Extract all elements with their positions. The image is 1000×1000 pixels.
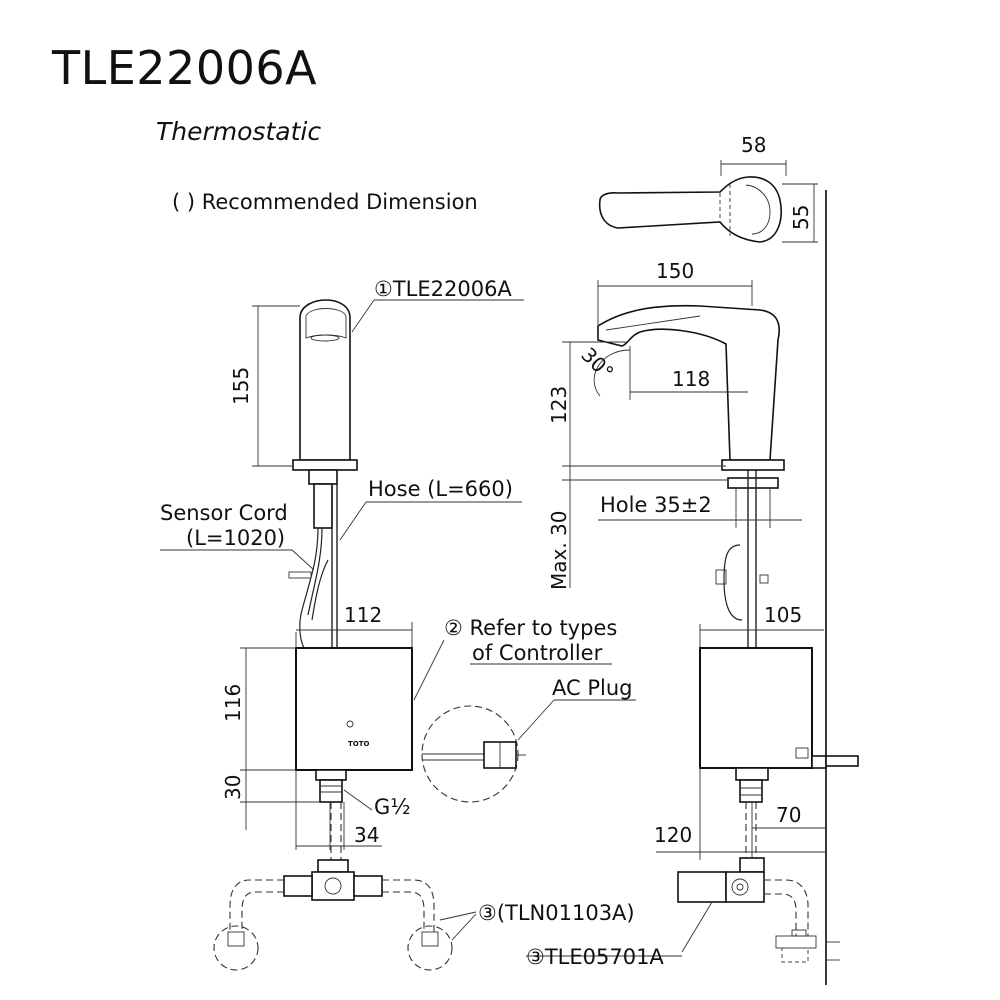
faucet-side-view [597,304,785,650]
dim-wall-70: 70 [751,802,826,862]
controller-label-1: ② Refer to types [444,616,617,640]
dim-hole: Hole 35±2 [598,488,802,528]
dim-112-label: 112 [344,603,382,627]
dim-150-label: 150 [656,259,694,283]
dim-deck-max-30: Max. 30 [547,466,728,590]
sensor-cord-label: Sensor Cord [160,501,288,525]
dim-spout-118: 118 [630,367,748,393]
controller-front: 112 TOTO [295,603,413,803]
controller-logo: TOTO [348,740,370,748]
dim-120-label: 120 [654,823,692,847]
dim-wall-120: 120 [654,768,826,860]
dim-top-height-55: 55 [782,183,818,243]
dim-30-label: 30 [221,775,245,800]
callout-faucet: ①TLE22006A [351,277,524,333]
thread-label: G½ [374,795,411,819]
valve-part-label: ③TLE05701A [526,945,664,969]
controller-side: 105 [699,603,859,803]
callout-thread: G½ [343,789,411,819]
valve-side: ③TLE05701A [526,802,840,969]
dim-spout-height-123: 123 [547,341,726,467]
valve-recommended-label: ③(TLN01103A) [478,901,635,925]
dim-34-label: 34 [354,823,379,847]
hole-label: Hole 35±2 [600,493,712,517]
dim-70-label: 70 [776,803,801,827]
faucet-front-view [288,299,358,650]
recommended-dimension-note: ( ) Recommended Dimension [172,190,478,214]
faucet-part-label: ①TLE22006A [374,277,512,301]
dim-max-30-label: Max. 30 [547,510,571,590]
dim-controller-116: 116 30 [221,647,320,830]
sensor-cord-length-label: (L=1020) [186,526,285,550]
valve-front: ③(TLN01103A) [213,802,635,971]
callout-sensor-cord: Sensor Cord (L=1020) [160,501,315,571]
ac-plug-label: AC Plug [552,676,632,700]
hose-label: Hose (L=660) [368,477,513,501]
angle-label: 30° [576,343,618,385]
model-title: TLE22006A [51,41,317,95]
dim-116-label: 116 [221,684,245,722]
dim-top-width-58: 58 [720,133,787,176]
ac-plug-detail: AC Plug [421,676,636,803]
callout-hose: Hose (L=660) [339,477,522,541]
faucet-top-view [598,176,782,243]
dim-155-label: 155 [229,367,253,405]
dim-123-label: 123 [547,386,571,424]
dim-front-height-155: 155 [229,305,300,467]
subtitle: Thermostatic [156,117,321,146]
dim-118-label: 118 [672,367,710,391]
dim-angle-30: 30° [576,343,631,400]
callout-controller: ② Refer to types of Controller [413,616,617,701]
dim-55-label: 55 [789,205,813,230]
dim-outlet-34: 34 [295,770,382,850]
dim-105-label: 105 [764,603,802,627]
controller-label-2: of Controller [472,641,603,665]
dim-spout-reach-150: 150 [597,259,753,326]
dim-58-label: 58 [741,133,766,157]
